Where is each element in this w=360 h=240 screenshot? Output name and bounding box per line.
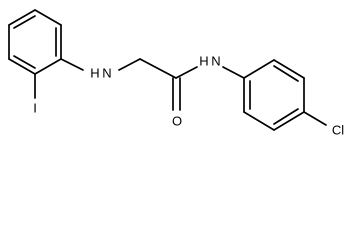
bond-co-n [175, 66, 198, 79]
double-bond [13, 55, 36, 69]
iodophenyl-ring [8, 9, 62, 75]
iodine-label: I [33, 101, 37, 116]
bond [34, 9, 62, 26]
bond-ch2-co [139, 58, 177, 79]
amine-n-label: N [102, 66, 111, 81]
amide-h-label: H [199, 54, 208, 69]
double-bond [13, 15, 36, 29]
bond [8, 58, 36, 75]
bond [243, 59, 275, 79]
amide-n-label: N [211, 54, 220, 69]
bond [273, 59, 305, 79]
bond-n-ch2 [118, 58, 141, 71]
bond-n-c [222, 66, 245, 79]
double-bond [273, 108, 299, 125]
bond [34, 58, 62, 75]
bond [8, 9, 36, 26]
structure-diagram: I H N O H N Cl [8, 9, 344, 138]
amine-h-label: H [90, 66, 99, 81]
molecule-drawing: I H N O H N Cl [8, 9, 344, 138]
chlorine-label: Cl [332, 123, 344, 138]
chlorophenyl-ring [243, 59, 305, 131]
bond-c-n [60, 58, 84, 71]
double-bond [273, 65, 299, 82]
bond [243, 111, 275, 131]
oxygen-label: O [172, 114, 182, 129]
bond-c-cl [303, 111, 327, 126]
bond [273, 111, 305, 131]
